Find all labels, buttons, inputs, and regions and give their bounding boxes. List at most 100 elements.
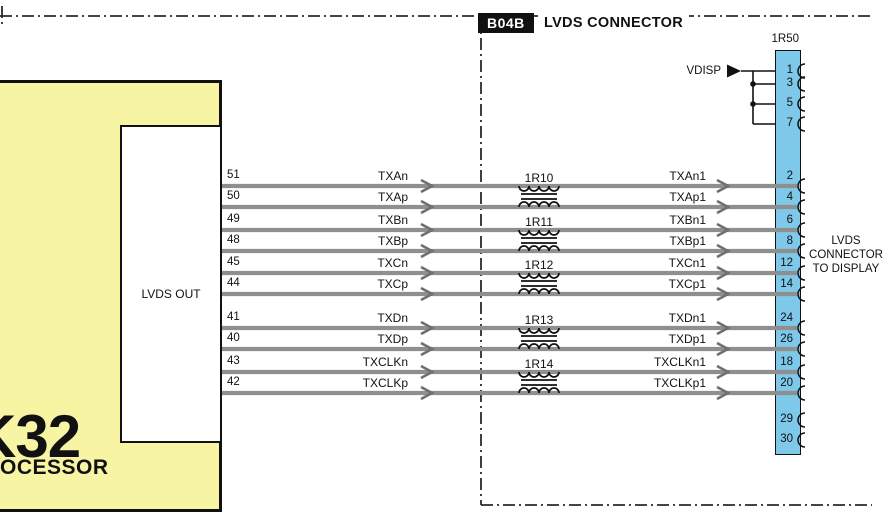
wire-name-left: TXCn xyxy=(377,256,408,270)
wire-name-right: TXCLKn1 xyxy=(653,355,706,369)
pin-contact-arc xyxy=(797,96,806,112)
direction-arrow-icon xyxy=(420,320,435,336)
connector-pin-number: 24 xyxy=(780,312,793,324)
choke-refdes: 1R14 xyxy=(524,357,554,371)
choke-winding-bottom xyxy=(518,201,560,208)
choke-refdes: 1R12 xyxy=(524,258,554,272)
lvds-out-port-box xyxy=(120,125,222,443)
choke-core xyxy=(521,193,557,200)
connector-pin-number: 14 xyxy=(780,278,793,290)
pin-contact-arc xyxy=(797,320,806,336)
wire-name-right: TXCn1 xyxy=(668,256,706,270)
direction-arrow-icon xyxy=(420,199,435,215)
pin-contact-arc xyxy=(797,364,806,380)
connector-pin-number: 29 xyxy=(780,413,793,425)
pin-contact-arc xyxy=(797,243,806,259)
direction-arrow-icon xyxy=(420,178,435,194)
choke-winding-bottom xyxy=(518,387,560,394)
choke-core xyxy=(521,379,557,386)
pin-contact-arc xyxy=(797,286,806,302)
wire-name-right: TXCp1 xyxy=(668,277,706,291)
processor-caption-fragment: OCESSOR xyxy=(0,456,109,479)
direction-arrow-icon xyxy=(420,341,435,357)
source-pin-number: 51 xyxy=(227,169,240,181)
direction-arrow-icon xyxy=(716,199,731,215)
direction-arrow-icon xyxy=(420,265,435,281)
wire-name-left: TXAp xyxy=(377,190,408,204)
pin-contact-arc xyxy=(797,199,806,215)
choke-refdes: 1R13 xyxy=(524,313,554,327)
wire-name-left: TXCp xyxy=(377,277,408,291)
direction-arrow-icon xyxy=(716,341,731,357)
choke-winding-top xyxy=(518,371,560,378)
connector-side-label: LVDS CONNECTOR TO DISPLAY xyxy=(809,235,883,275)
connector-pin-number: 20 xyxy=(780,377,793,389)
wire-name-left: TXBp xyxy=(377,234,408,248)
connector-pin-number: 4 xyxy=(786,191,793,203)
choke-core xyxy=(521,237,557,244)
pin-contact-arc xyxy=(797,63,806,79)
choke-winding-top xyxy=(518,229,560,236)
connector-pin-number: 5 xyxy=(786,97,793,109)
wire-name-right: TXAp1 xyxy=(669,190,706,204)
connector-refdes: 1R50 xyxy=(771,33,800,45)
wire-name-right: TXDp1 xyxy=(668,332,706,346)
pin-contact-arc xyxy=(797,116,806,132)
choke-refdes: 1R11 xyxy=(525,215,553,229)
choke-winding-top xyxy=(518,272,560,279)
source-pin-number: 40 xyxy=(227,332,240,344)
generated-wires-group xyxy=(222,63,806,448)
direction-arrow-icon xyxy=(716,265,731,281)
vdisp-bus-wire xyxy=(741,70,775,125)
choke-winding-top xyxy=(518,185,560,192)
direction-arrow-icon xyxy=(420,385,435,401)
connector-pin-number: 18 xyxy=(780,356,793,368)
vdisp-source-arrow-icon xyxy=(727,64,741,78)
wire-name-right: TXCLKp1 xyxy=(653,376,706,390)
pin-contact-arc xyxy=(797,432,806,448)
wire-name-left: TXDp xyxy=(377,332,408,346)
direction-arrow-icon xyxy=(716,286,731,302)
connector-pin-number: 2 xyxy=(786,170,793,182)
pin-contact-arc xyxy=(797,178,806,194)
source-pin-number: 49 xyxy=(227,213,240,225)
wire-name-left: TXCLKp xyxy=(362,376,408,390)
pin-contact-arc xyxy=(797,412,806,428)
direction-arrow-icon xyxy=(420,364,435,380)
connector-pin-number: 6 xyxy=(786,214,793,226)
choke-winding-bottom xyxy=(518,245,560,252)
connector-pin-number: 7 xyxy=(786,117,793,129)
connector-pin-number: 8 xyxy=(786,235,793,247)
choke-winding-bottom xyxy=(518,343,560,350)
connector-pin-number: 12 xyxy=(780,257,793,269)
block-title: LVDS CONNECTOR xyxy=(538,14,690,32)
direction-arrow-icon xyxy=(420,286,435,302)
wire-name-right: TXBn1 xyxy=(669,213,706,227)
junction-dot xyxy=(750,81,756,87)
vdisp-net-label: VDISP xyxy=(686,65,721,77)
wire-name-left: TXAn xyxy=(377,169,408,183)
direction-arrow-icon xyxy=(420,243,435,259)
direction-arrow-icon xyxy=(716,385,731,401)
source-pin-number: 41 xyxy=(227,311,240,323)
source-pin-number: 42 xyxy=(227,376,240,388)
wire-name-left: TXBn xyxy=(377,213,408,227)
processor-name-fragment: K32 xyxy=(0,403,81,470)
connector-pin-number: 3 xyxy=(786,77,793,89)
connector-pin-number: 26 xyxy=(780,333,793,345)
source-pin-number: 44 xyxy=(227,277,240,289)
pin-contact-arc xyxy=(797,385,806,401)
choke-winding-top xyxy=(518,327,560,334)
pin-contact-arc xyxy=(797,341,806,357)
choke-refdes: 1R10 xyxy=(524,171,554,185)
wire-name-right: TXAn1 xyxy=(669,169,706,183)
junction-dot xyxy=(750,101,756,107)
pin-contact-arc xyxy=(797,265,806,281)
direction-arrow-icon xyxy=(716,364,731,380)
connector-pin-number: 1 xyxy=(786,64,793,76)
pin-contact-arc xyxy=(797,222,806,238)
block-id-badge: B04B xyxy=(478,13,534,33)
wire-name-left: TXDn xyxy=(377,311,408,325)
connector-pin-number: 30 xyxy=(780,433,793,445)
